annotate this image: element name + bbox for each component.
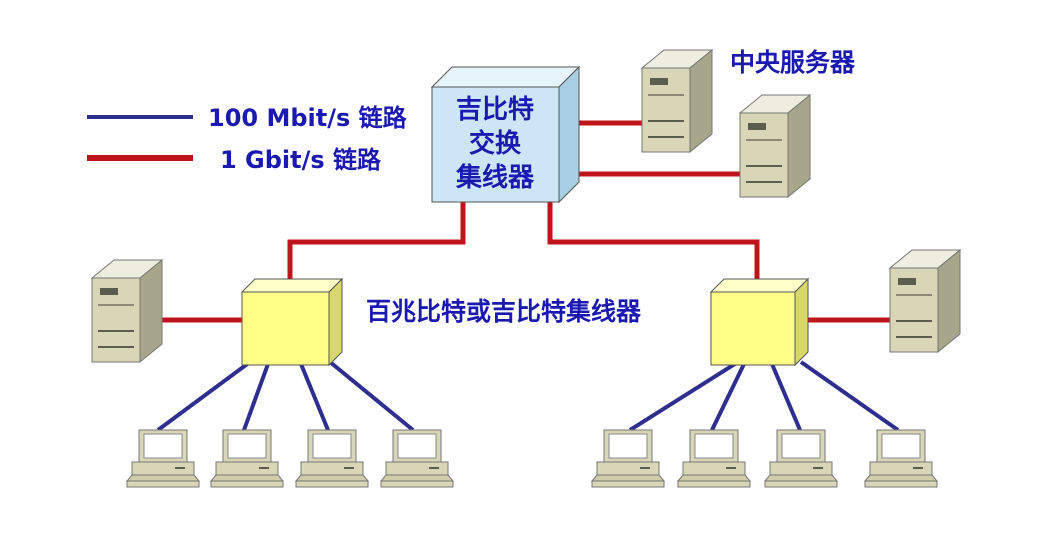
server-tower-icon	[91, 259, 163, 363]
link-right-ws-3	[770, 363, 802, 431]
hub-box-icon	[710, 291, 796, 366]
hub-right-side-face	[794, 277, 809, 367]
switch-label-line-1: 吉比特	[456, 94, 534, 125]
hub-right	[709, 277, 810, 367]
link-right-ws-2	[710, 363, 746, 431]
hub-box-icon	[241, 291, 330, 366]
desktop-computer-icon	[764, 429, 838, 488]
switch-label-line-3: 集线器	[455, 162, 535, 193]
workstations-left	[126, 429, 454, 488]
switch-icon	[431, 86, 560, 203]
switch-side-face	[558, 65, 580, 204]
link-left-ws-1	[156, 360, 252, 432]
central-switch: 吉比特 交换 集线器	[430, 65, 581, 204]
link-left-ws-2	[242, 363, 270, 431]
hub-left-top-face	[240, 278, 344, 293]
server-tower-icon	[641, 49, 713, 153]
legend-fast-link-label: 100 Mbit/s 链路	[208, 104, 408, 132]
link-switch-hub-left	[287, 202, 466, 287]
desktop-computer-icon	[591, 429, 665, 488]
desktop-computer-icon	[677, 429, 751, 488]
legend-gigabit-link-label: 1 Gbit/s 链路	[220, 146, 382, 174]
hub-left-side-face	[328, 277, 343, 367]
legend: 100 Mbit/s 链路 1 Gbit/s 链路	[87, 104, 408, 174]
server-tower-icon	[889, 249, 961, 353]
desktop-computer-icon	[210, 429, 284, 488]
link-right-ws-1	[628, 360, 740, 432]
central-servers-label: 中央服务器	[730, 48, 856, 77]
link-left-ws-4	[328, 360, 415, 432]
link-left-ws-3	[299, 363, 330, 431]
desktop-computer-icon	[295, 429, 369, 488]
desktop-computer-icon	[864, 429, 938, 488]
sub-hubs-label: 百兆比特或吉比特集线器	[366, 297, 642, 326]
hub-left	[240, 277, 344, 367]
hub-right-top-face	[709, 278, 810, 293]
gigabit-links	[160, 120, 890, 323]
fast-links	[156, 360, 900, 432]
link-right-ws-4	[799, 360, 900, 432]
central-servers: 中央服务器	[641, 48, 856, 198]
server-tower-icon	[739, 94, 811, 198]
desktop-computer-icon	[126, 429, 200, 488]
link-switch-hub-right	[547, 202, 760, 287]
workstations-right	[591, 429, 938, 488]
switch-label-line-2: 交换	[469, 128, 522, 159]
desktop-computer-icon	[380, 429, 454, 488]
switch-top-face	[430, 66, 581, 88]
